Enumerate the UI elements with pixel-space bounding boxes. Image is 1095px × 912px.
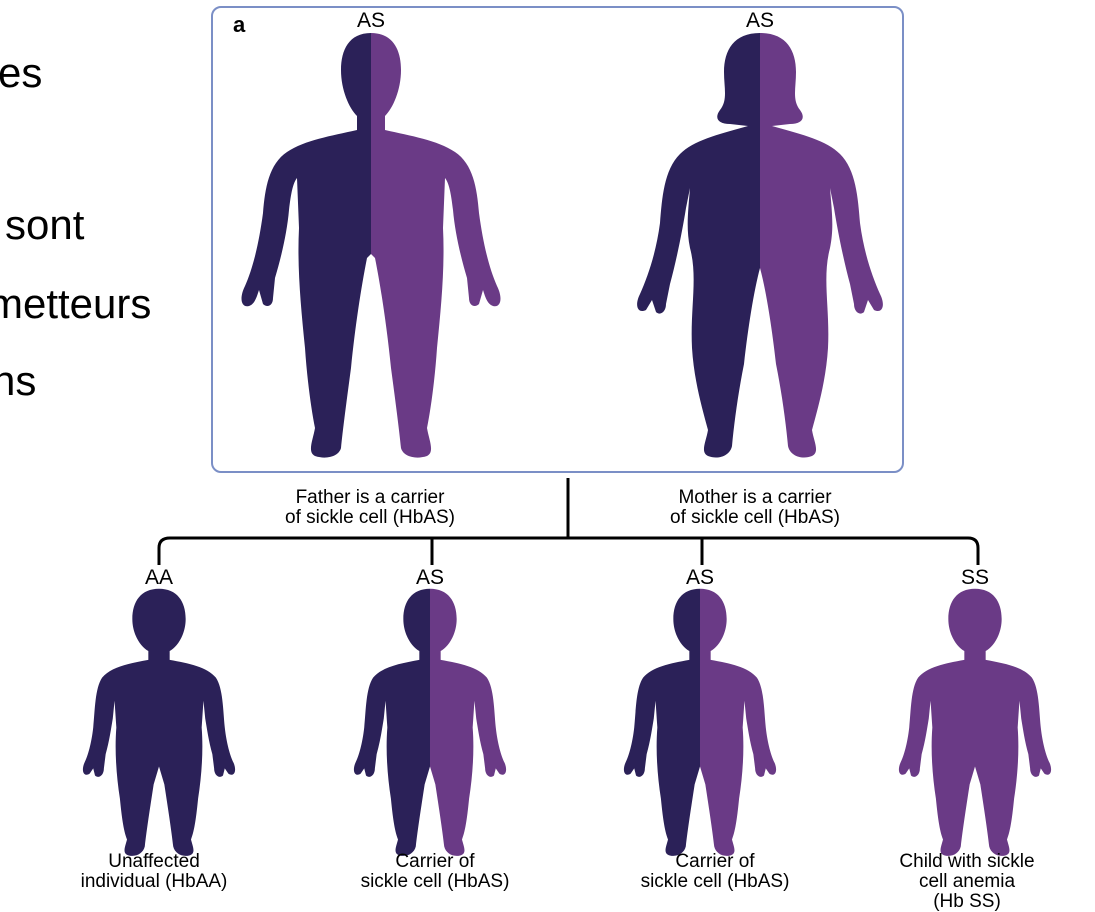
mother-genotype: AS: [710, 10, 810, 31]
child-4-genotype: SS: [925, 567, 1025, 588]
mother-figure: [637, 33, 883, 458]
child-figure-as-2: [624, 589, 776, 856]
child-figure-as-1: [354, 589, 506, 856]
child-1-genotype: AA: [109, 567, 209, 588]
child-3-genotype: AS: [650, 567, 750, 588]
father-caption: Father is a carrier of sickle cell (HbAS…: [230, 488, 510, 528]
mother-caption: Mother is a carrier of sickle cell (HbAS…: [615, 488, 895, 528]
father-genotype: AS: [321, 10, 421, 31]
father-figure: [242, 33, 501, 458]
child-2-genotype: AS: [380, 567, 480, 588]
child-figure-aa: [83, 589, 235, 856]
child-4-caption: Child with sickle cell anemia (Hb SS): [842, 852, 1092, 912]
child-3-caption: Carrier of sickle cell (HbAS): [575, 852, 855, 892]
child-1-caption: Unaffected individual (HbAA): [14, 852, 294, 892]
child-2-caption: Carrier of sickle cell (HbAS): [295, 852, 575, 892]
child-figure-ss: [899, 589, 1051, 856]
